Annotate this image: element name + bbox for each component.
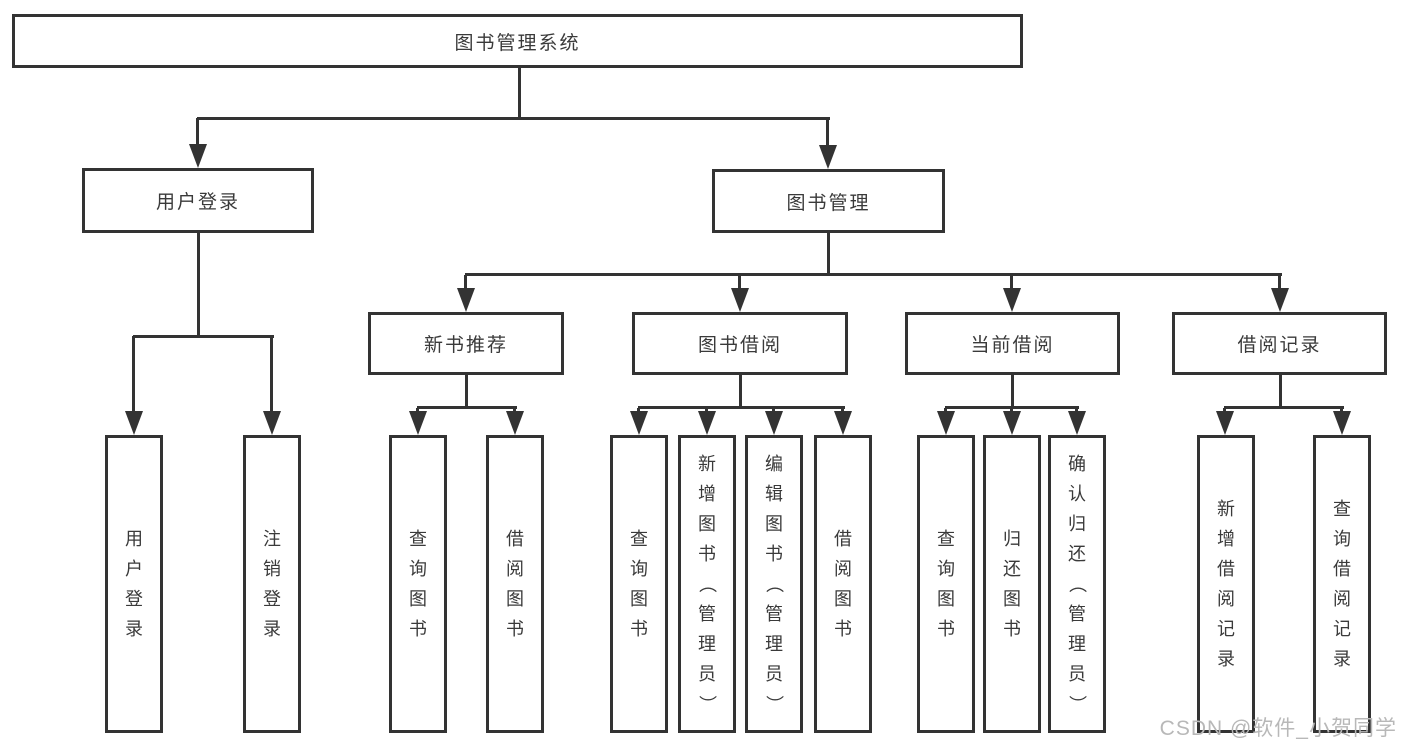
leaf-label: 借阅图书 — [834, 529, 852, 639]
arrow-to-user-login — [189, 118, 207, 168]
node-label: 图书管理系统 — [454, 32, 581, 54]
leaf-label: 确认归还（管理员） — [1067, 454, 1087, 713]
node-label: 图书管理 — [786, 192, 871, 214]
arrow-to-current-borrowing — [1003, 275, 1021, 312]
connector-root-span — [197, 117, 830, 120]
leaf-nbr-query-books: 查询图书 — [389, 435, 447, 733]
arrow-to-nbr-borrow-books — [506, 408, 524, 435]
arrow-to-book-management — [819, 118, 837, 169]
arrow-to-leaf-logout — [263, 336, 281, 435]
arrow-to-bb-add-books — [698, 408, 716, 435]
leaf-label: 注销登录 — [263, 529, 281, 639]
node-current-borrowing: 当前借阅 — [905, 312, 1120, 375]
arrow-to-book-borrowing — [731, 275, 749, 312]
leaf-br-add-record: 新增借阅记录 — [1197, 435, 1255, 733]
arrow-to-cb-return-books — [1003, 408, 1021, 435]
connector-nbr-span — [417, 406, 517, 409]
connector-br-span — [1224, 406, 1344, 409]
csdn-watermark: CSDN @软件_小贺同学 — [1159, 717, 1397, 740]
arrow-to-bb-borrow-books — [834, 408, 852, 435]
node-user-login: 用户登录 — [82, 168, 314, 233]
arrow-to-cb-confirm-return — [1068, 408, 1086, 435]
leaf-bb-query-books: 查询图书 — [610, 435, 668, 733]
arrow-to-nbr-query-books — [409, 408, 427, 435]
leaf-cb-return-books: 归还图书 — [983, 435, 1041, 733]
leaf-cb-query-books: 查询图书 — [917, 435, 975, 733]
leaf-bb-add-books-admin: 新增图书（管理员） — [678, 435, 736, 733]
leaf-label: 查询图书 — [630, 529, 648, 639]
arrow-to-br-add-record — [1216, 408, 1234, 435]
leaf-label: 查询图书 — [409, 529, 427, 639]
leaf-label: 查询图书 — [937, 529, 955, 639]
leaf-label: 编辑图书（管理员） — [764, 454, 784, 713]
leaf-br-query-record: 查询借阅记录 — [1313, 435, 1371, 733]
arrow-to-leaf-user-login — [125, 336, 143, 435]
connector-br-drop — [1279, 375, 1282, 408]
connector-user-login-span — [133, 335, 274, 338]
leaf-nbr-borrow-books: 借阅图书 — [486, 435, 544, 733]
node-label: 用户登录 — [155, 192, 240, 213]
leaf-bb-edit-books-admin: 编辑图书（管理员） — [745, 435, 803, 733]
leaf-logout: 注销登录 — [243, 435, 301, 733]
node-label: 借阅记录 — [1237, 335, 1322, 356]
connector-book-mgmt-span — [465, 273, 1282, 276]
connector-user-login-drop — [197, 233, 200, 336]
arrow-to-bb-query-books — [630, 408, 648, 435]
leaf-label: 新增图书（管理员） — [697, 454, 717, 713]
arrow-to-br-query-record — [1333, 408, 1351, 435]
leaf-cb-confirm-return-admin: 确认归还（管理员） — [1048, 435, 1106, 733]
node-book-borrowing: 图书借阅 — [632, 312, 848, 375]
connector-bb-drop — [739, 375, 742, 408]
arrow-to-borrowing-records — [1271, 275, 1289, 312]
connector-nbr-drop — [465, 375, 468, 408]
connector-root-drop — [518, 68, 521, 119]
node-new-book-recommend: 新书推荐 — [368, 312, 564, 375]
node-borrowing-records: 借阅记录 — [1172, 312, 1387, 375]
connector-bb-span — [638, 406, 845, 409]
arrow-to-new-book-recommend — [457, 275, 475, 312]
node-label: 图书借阅 — [697, 335, 782, 356]
connector-cb-drop — [1011, 375, 1014, 408]
arrow-to-bb-edit-books — [765, 408, 783, 435]
node-label: 当前借阅 — [970, 335, 1055, 356]
leaf-label: 用户登录 — [125, 529, 143, 639]
node-label: 新书推荐 — [423, 335, 508, 356]
connector-cb-span — [945, 406, 1079, 409]
leaf-label: 查询借阅记录 — [1333, 499, 1351, 669]
connector-book-mgmt-drop — [827, 233, 830, 275]
leaf-label: 归还图书 — [1003, 529, 1021, 639]
leaf-label: 新增借阅记录 — [1217, 499, 1235, 669]
arrow-to-cb-query-books — [937, 408, 955, 435]
leaf-user-login: 用户登录 — [105, 435, 163, 733]
leaf-bb-borrow-books: 借阅图书 — [814, 435, 872, 733]
node-library-system: 图书管理系统 — [12, 14, 1023, 68]
node-book-management: 图书管理 — [712, 169, 945, 233]
leaf-label: 借阅图书 — [506, 529, 524, 639]
